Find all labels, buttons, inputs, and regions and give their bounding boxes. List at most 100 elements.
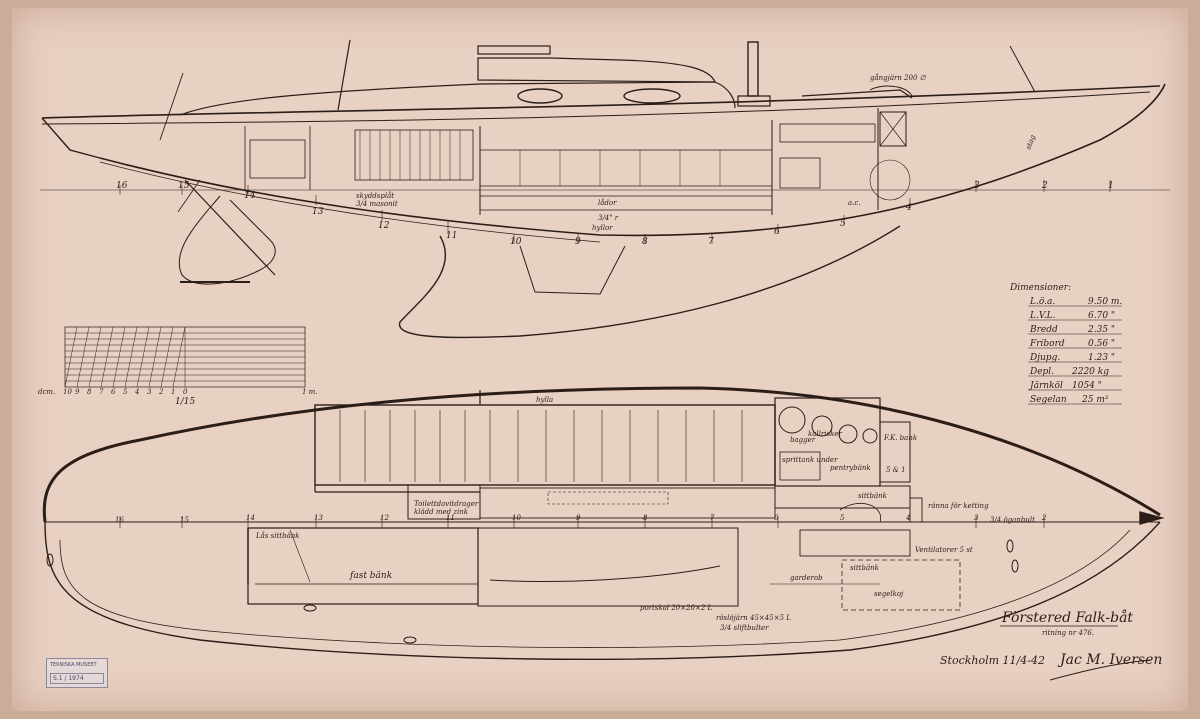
label-siff: 5 & 1: [886, 466, 906, 474]
dim-value: 9.50 m.: [1088, 297, 1122, 307]
frame-num: 11: [446, 514, 455, 522]
bunk-profile: [354, 129, 474, 181]
frame-num: 13: [314, 514, 323, 522]
scale-tick: 6: [111, 388, 116, 396]
frame-num: 5: [840, 219, 846, 229]
dim-value: 25 m²: [1081, 395, 1109, 405]
label-toilet: Toilettdavitdrager: [414, 500, 479, 508]
coachroof: [179, 81, 736, 116]
frame-num: 3: [974, 514, 979, 522]
frame-num: 5: [840, 514, 845, 522]
label-hyllor: hyllor: [592, 224, 613, 232]
frame-num: 14: [246, 514, 255, 522]
dim-value: 2220 kg: [1071, 367, 1109, 377]
dim-label: L.ö.a.: [1029, 297, 1055, 307]
label-ventilatorer: Ventilatorer 5 st: [915, 546, 973, 554]
frame-num: 15: [180, 516, 189, 524]
transom: [41, 117, 101, 159]
label-hylla: hylla: [536, 396, 553, 404]
frame-num: 7: [708, 237, 714, 247]
mast-stub: [747, 41, 759, 97]
scale-tick: 2: [158, 388, 164, 396]
frame-num: 8: [642, 237, 648, 247]
drawing-title: Förstered Falk-båt: [1001, 609, 1133, 626]
frame-num: 12: [378, 221, 390, 231]
frame-num: 2: [1041, 181, 1048, 191]
profile-labels: gångjärn 200 ∅ stag skyddsplåt 3/4 mason…: [356, 73, 1037, 232]
dim-label: L.V.L.: [1029, 311, 1056, 321]
frame-num: 13: [312, 207, 324, 217]
hull-bottom: [99, 83, 1166, 237]
label-segelkoj: segelkoj: [874, 590, 904, 598]
place-date: Stockholm 11/4-42: [940, 654, 1045, 667]
rudder: [178, 195, 276, 285]
plan-frame-numbers: 16 15 14 13 12 11 10 9 8 7 6 5 4 3 2: [115, 514, 1047, 524]
profile-view: [40, 39, 1170, 339]
frame-num: 4: [905, 203, 912, 213]
frame-num: 2: [1041, 514, 1047, 522]
scale-unit-left: dcm.: [38, 388, 55, 396]
scale-tick: 0: [183, 388, 188, 396]
scale-tick: 8: [87, 388, 92, 396]
dimensions-heading: Dimensioner:: [1009, 283, 1071, 293]
label-skyddsplat: skyddsplåt: [356, 191, 394, 200]
label-fast-bank: fast bänk: [349, 571, 392, 581]
label-sittbank: sittbänk: [858, 492, 887, 500]
scale-tick: 4: [134, 388, 139, 396]
dimensions-underlines: [1028, 305, 1122, 405]
frame-num: 8: [643, 514, 648, 522]
label-ranna: ränna för ketting: [928, 502, 989, 510]
deck-outline-top: [42, 386, 1161, 523]
frame-num: 15: [178, 181, 190, 191]
label-roslojarn: röslöjärn 45×45×5 L: [716, 614, 791, 622]
deck-outline-bottom: [44, 521, 1161, 660]
porthole-1: [517, 88, 563, 104]
label-kallrisker: kallrisker: [808, 430, 842, 438]
scale-unit-right: 1 m.: [302, 388, 318, 396]
frame-num: 16: [115, 516, 124, 524]
label-pentrybank: pentrybänk: [830, 464, 871, 472]
label-gangjarn: gångjärn 200 ∅: [870, 73, 927, 82]
hatch: [477, 45, 551, 55]
keel: [398, 225, 901, 339]
dim-value: 1054 ": [1072, 381, 1102, 391]
stamp-line-2: S.1 / 1974: [50, 673, 104, 684]
ballast: [519, 245, 626, 295]
drawing-number: ritning nr 476.: [1042, 629, 1094, 637]
frame-num: 10: [510, 237, 522, 247]
frame-num: 14: [244, 191, 256, 201]
dim-value: 1.23 ": [1088, 353, 1115, 363]
stamp-line-1: TEKNISKA MUSEET: [50, 662, 97, 668]
scale-tick: 5: [123, 388, 128, 396]
dimensions-table: Dimensioner: L.ö.a. 9.50 m. L.V.L. 6.70 …: [1009, 283, 1122, 405]
frame-num: 7: [710, 514, 715, 522]
frame-num: 1: [1108, 181, 1114, 191]
frame-num: 10: [512, 514, 521, 522]
label-kladd: klädd med zink: [414, 508, 468, 516]
scale-bar: [64, 326, 306, 388]
label-fkbank: F.K. bank: [883, 434, 917, 442]
scale-tick: 9: [75, 388, 80, 396]
frame-num: 6: [774, 514, 779, 522]
sheer-line: [41, 85, 1161, 119]
frame-num: 16: [116, 181, 128, 191]
signature: Jac M. Iversen: [1057, 652, 1162, 668]
label-sprittank: sprittank under: [782, 456, 838, 464]
scale-ratio: 1/15: [175, 397, 195, 407]
label-portskal: portskal 20×20×2 L: [640, 604, 713, 612]
dim-label: Depl.: [1029, 367, 1054, 377]
frame-num: 4: [905, 514, 910, 522]
dim-value: 2.35 ": [1087, 325, 1115, 335]
label-siffbultar: 3/4 sliftbulter: [720, 624, 769, 632]
label-sittbank2: sittbänk: [850, 564, 879, 572]
title-block: Förstered Falk-båt ritning nr 476. Stock…: [940, 609, 1162, 681]
porthole-2: [623, 88, 681, 104]
scale-tick: 10: [63, 388, 72, 396]
frame-num: 9: [576, 514, 581, 522]
scale-tick: 3: [147, 388, 152, 396]
dim-value: 0.56 ": [1088, 339, 1115, 349]
label-lador: lådor: [598, 198, 617, 207]
tiller: [159, 72, 184, 141]
scale-labels: dcm. 10 9 8 7 6 5 4 3 2 1 0 1 m. 1/15: [38, 388, 318, 407]
